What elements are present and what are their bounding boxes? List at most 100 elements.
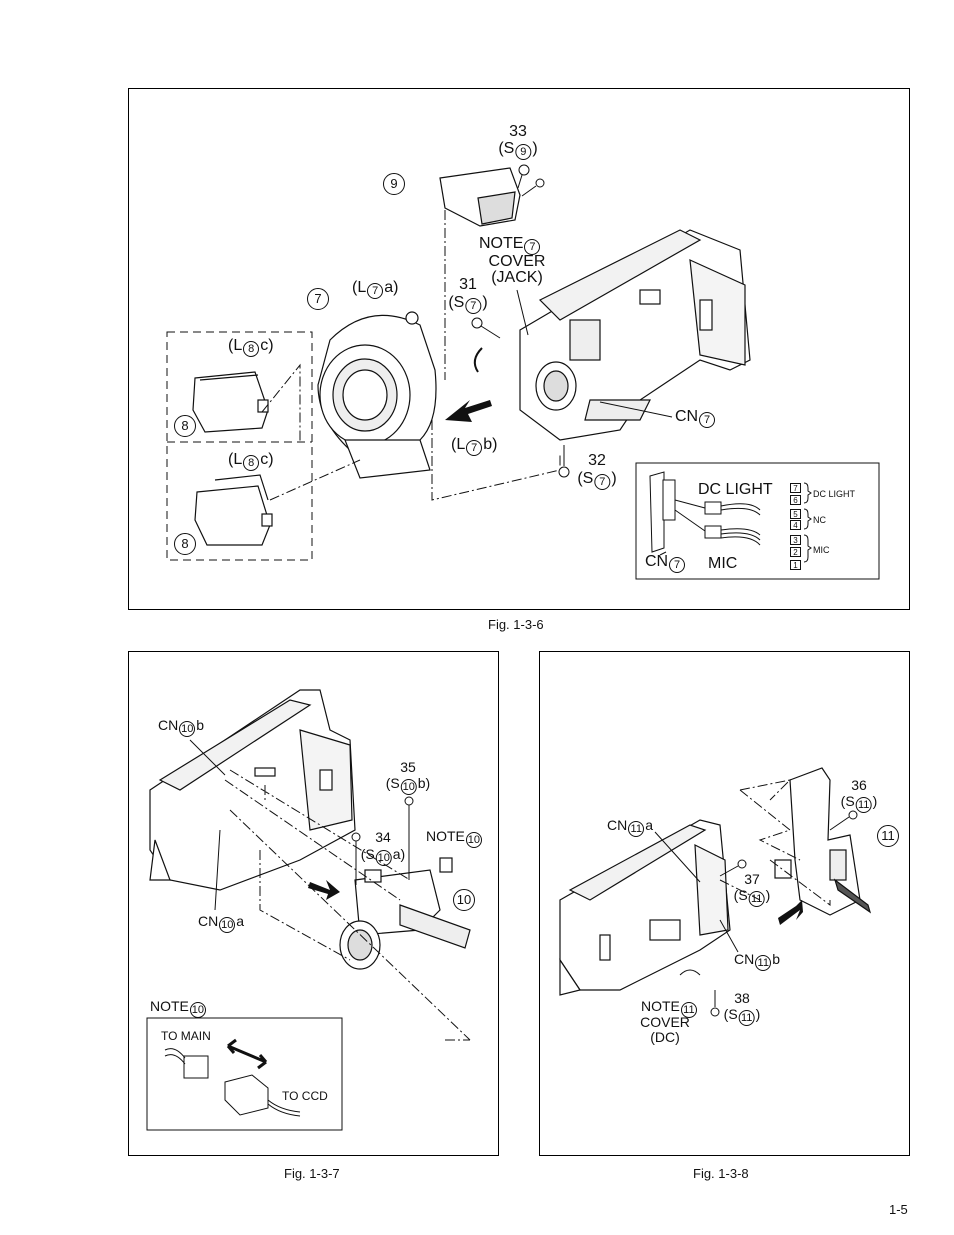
screw-34-circle: 10 [375, 850, 392, 866]
latch-8c-bottom-circle: 8 [243, 455, 260, 471]
latch-7a-circle: 7 [367, 283, 384, 299]
cn11b-prefix: CN [734, 951, 755, 967]
screw-34-suffix: a) [392, 846, 406, 862]
screw-33-suffix: ) [532, 140, 538, 157]
latch-7a-suffix: a) [384, 279, 399, 296]
part-8-bottom-cover [194, 474, 273, 546]
screw-37-prefix: (S [733, 887, 748, 903]
group-mic: MIC [813, 545, 830, 555]
note-11-cover: COVER [640, 1014, 690, 1030]
cn7-prefix: CN [675, 408, 699, 425]
latch-7b-suffix: b) [483, 436, 498, 453]
move-arrow [445, 400, 492, 422]
brace-nc [803, 508, 812, 530]
pin-7: 7 [790, 483, 801, 493]
note-10-box-title-circle: 10 [189, 1002, 206, 1018]
part-7-circle: 7 [307, 288, 329, 310]
part-9-block [439, 167, 521, 227]
leaders-fig8 [719, 779, 831, 906]
part-8-top-cover [192, 371, 269, 433]
screw-36-suffix: ) [872, 793, 878, 809]
screw-38-circle: 11 [738, 1010, 755, 1026]
note-7-prefix: NOTE [479, 235, 524, 252]
part-7-lens-barrel [317, 311, 437, 479]
pin-1: 1 [790, 560, 801, 570]
camcorder-body [519, 229, 751, 441]
latch-7a-prefix: (L [352, 279, 367, 296]
screw-35-circle: 10 [400, 779, 417, 795]
pin-4: 4 [790, 520, 801, 530]
part-8-dashed-box [166, 331, 313, 561]
part-8-bottom-circle: 8 [174, 533, 196, 555]
latch-8c-top-circle: 8 [243, 341, 260, 357]
screws-fig8 [710, 810, 858, 1017]
screw-38-number: 38 [734, 990, 750, 1006]
note-10-circle: 10 [465, 832, 482, 848]
cn11b-suffix: b [772, 951, 781, 967]
screw-37-suffix: ) [765, 887, 771, 903]
move-arrow-fig8 [778, 900, 803, 925]
latch-8c-top-prefix: (L [228, 337, 243, 354]
double-arrow [226, 1038, 268, 1070]
to-main-label: TO MAIN [161, 1029, 211, 1043]
screw-34-number: 34 [375, 829, 391, 845]
camcorder-body-fig8 [559, 819, 731, 996]
screw-34-prefix: (S [360, 846, 375, 862]
screw-37-circle: 11 [748, 891, 765, 907]
part-8-top-label: 8 [173, 413, 197, 437]
note-7-circle: 7 [524, 239, 541, 255]
screw-37-number: 37 [744, 871, 760, 887]
cn10b-circle: 10 [179, 721, 196, 737]
part-7-label: 7 [306, 286, 330, 310]
screw-38-suffix: ) [755, 1006, 761, 1022]
caption-fig-1-3-6: Fig. 1-3-6 [488, 617, 544, 632]
cn10a-circle: 10 [219, 917, 236, 933]
note-7-jack: (JACK) [491, 269, 543, 286]
camcorder-body-fig7 [149, 689, 356, 891]
inset-mic-label: MIC [708, 555, 738, 572]
cn7-inset-connector-drawing [649, 471, 761, 556]
part-9-label: 9 [382, 171, 406, 195]
brace-dc-light [803, 482, 812, 504]
note-10-box-title-prefix: NOTE [150, 998, 189, 1014]
pin-5: 5 [790, 509, 801, 519]
screw-31 [471, 317, 501, 339]
screw-35-number: 35 [400, 759, 416, 775]
note-11-circle: 11 [680, 1002, 697, 1018]
cn10a-suffix: a [236, 913, 245, 929]
cn7-leader [599, 401, 673, 418]
part-10-assembly [339, 857, 471, 970]
page-number: 1-5 [889, 1202, 908, 1217]
cn10b-suffix: b [196, 717, 205, 733]
leaders-fig7 [224, 769, 471, 1041]
latch-8c-bottom-prefix: (L [228, 451, 243, 468]
screw-36-prefix: (S [840, 793, 855, 809]
note-11-dc: (DC) [650, 1029, 680, 1045]
latch-8c-bottom-suffix: c) [260, 451, 274, 468]
screws-fig7 [351, 796, 414, 885]
screw-33-circle: 9 [515, 144, 532, 160]
cn10a-prefix: CN [198, 913, 219, 929]
note7-leader [516, 289, 529, 336]
screw-36-circle: 11 [855, 797, 872, 813]
cn11b-circle: 11 [755, 955, 772, 971]
part-8-top-circle: 8 [174, 415, 196, 437]
screw-33 [517, 164, 545, 197]
screw-38-prefix: (S [723, 1006, 738, 1022]
screw-31-prefix: (S [448, 294, 465, 311]
screw-35-suffix: b) [417, 775, 431, 791]
